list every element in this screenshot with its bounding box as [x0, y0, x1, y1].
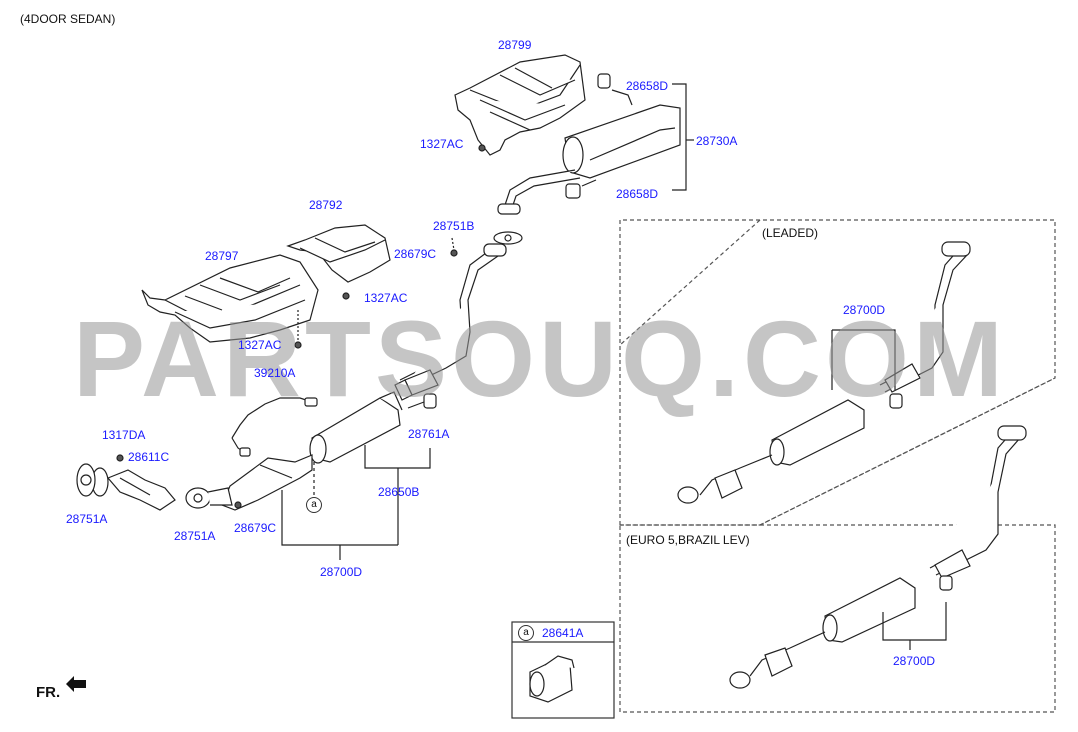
label-28730A[interactable]: 28730A [696, 134, 738, 148]
exhaust-assembly-euro[interactable] [729, 425, 1027, 689]
label-1327AC-2[interactable]: 1327AC [364, 291, 408, 305]
label-28799[interactable]: 28799 [498, 38, 532, 52]
label-1327AC-3[interactable]: 1327AC [238, 338, 282, 352]
label-28679C-bottom[interactable]: 28679C [234, 521, 277, 535]
heat-shield-28792[interactable] [286, 224, 391, 283]
clamp-28641A[interactable] [529, 655, 575, 703]
label-28751A-2[interactable]: 28751A [174, 529, 216, 543]
front-direction-label: FR. [36, 684, 61, 701]
heat-shield-28797[interactable] [141, 254, 319, 343]
label-28700D-leaded[interactable]: 28700D [843, 303, 886, 317]
front-direction-arrow-icon [66, 676, 86, 692]
page-title: (4DOOR SEDAN) [20, 12, 116, 26]
bolt-1327AC-a [478, 144, 486, 152]
label-1327AC-1[interactable]: 1327AC [420, 137, 464, 151]
callout-a: a [306, 497, 322, 513]
rear-muffler-28730A[interactable] [497, 73, 681, 215]
heat-shield-28799[interactable] [454, 54, 586, 156]
bolt-1317DA [116, 454, 124, 462]
label-28751A-1[interactable]: 28751A [66, 512, 108, 526]
bolt-28679C-a [450, 249, 458, 257]
label-39210A[interactable]: 39210A [254, 366, 296, 380]
label-28700D-euro[interactable]: 28700D [893, 654, 936, 668]
label-28751B[interactable]: 28751B [433, 219, 475, 233]
label-28658D-top[interactable]: 28658D [626, 79, 669, 93]
front-pipe-28611C[interactable] [76, 463, 176, 511]
label-28679C-top[interactable]: 28679C [394, 247, 437, 261]
label-28792[interactable]: 28792 [309, 198, 343, 212]
label-28611C[interactable]: 28611C [128, 450, 170, 464]
section-euro-label: (EURO 5,BRAZIL LEV) [626, 533, 750, 547]
label-1317DA[interactable]: 1317DA [102, 428, 146, 442]
label-28761A[interactable]: 28761A [408, 427, 450, 441]
callout-a-box: a [518, 625, 534, 641]
label-28641A[interactable]: 28641A [542, 626, 584, 640]
center-pipe-28650B[interactable] [309, 243, 507, 464]
bolt-28679C-b [234, 501, 242, 509]
section-leaded-label: (LEADED) [762, 226, 819, 240]
bolt-1327AC-b [342, 292, 350, 300]
label-28700D-main[interactable]: 28700D [320, 565, 363, 579]
exhaust-assembly-leaded[interactable] [677, 241, 971, 504]
label-28797[interactable]: 28797 [205, 249, 239, 263]
oxygen-sensor-39210A[interactable] [231, 397, 318, 457]
catalytic-converter[interactable] [185, 454, 313, 511]
bolt-1327AC-c [294, 341, 302, 349]
gasket-28751B[interactable] [493, 231, 523, 245]
label-28658D-bottom[interactable]: 28658D [616, 187, 659, 201]
label-28650B[interactable]: 28650B [378, 485, 420, 499]
